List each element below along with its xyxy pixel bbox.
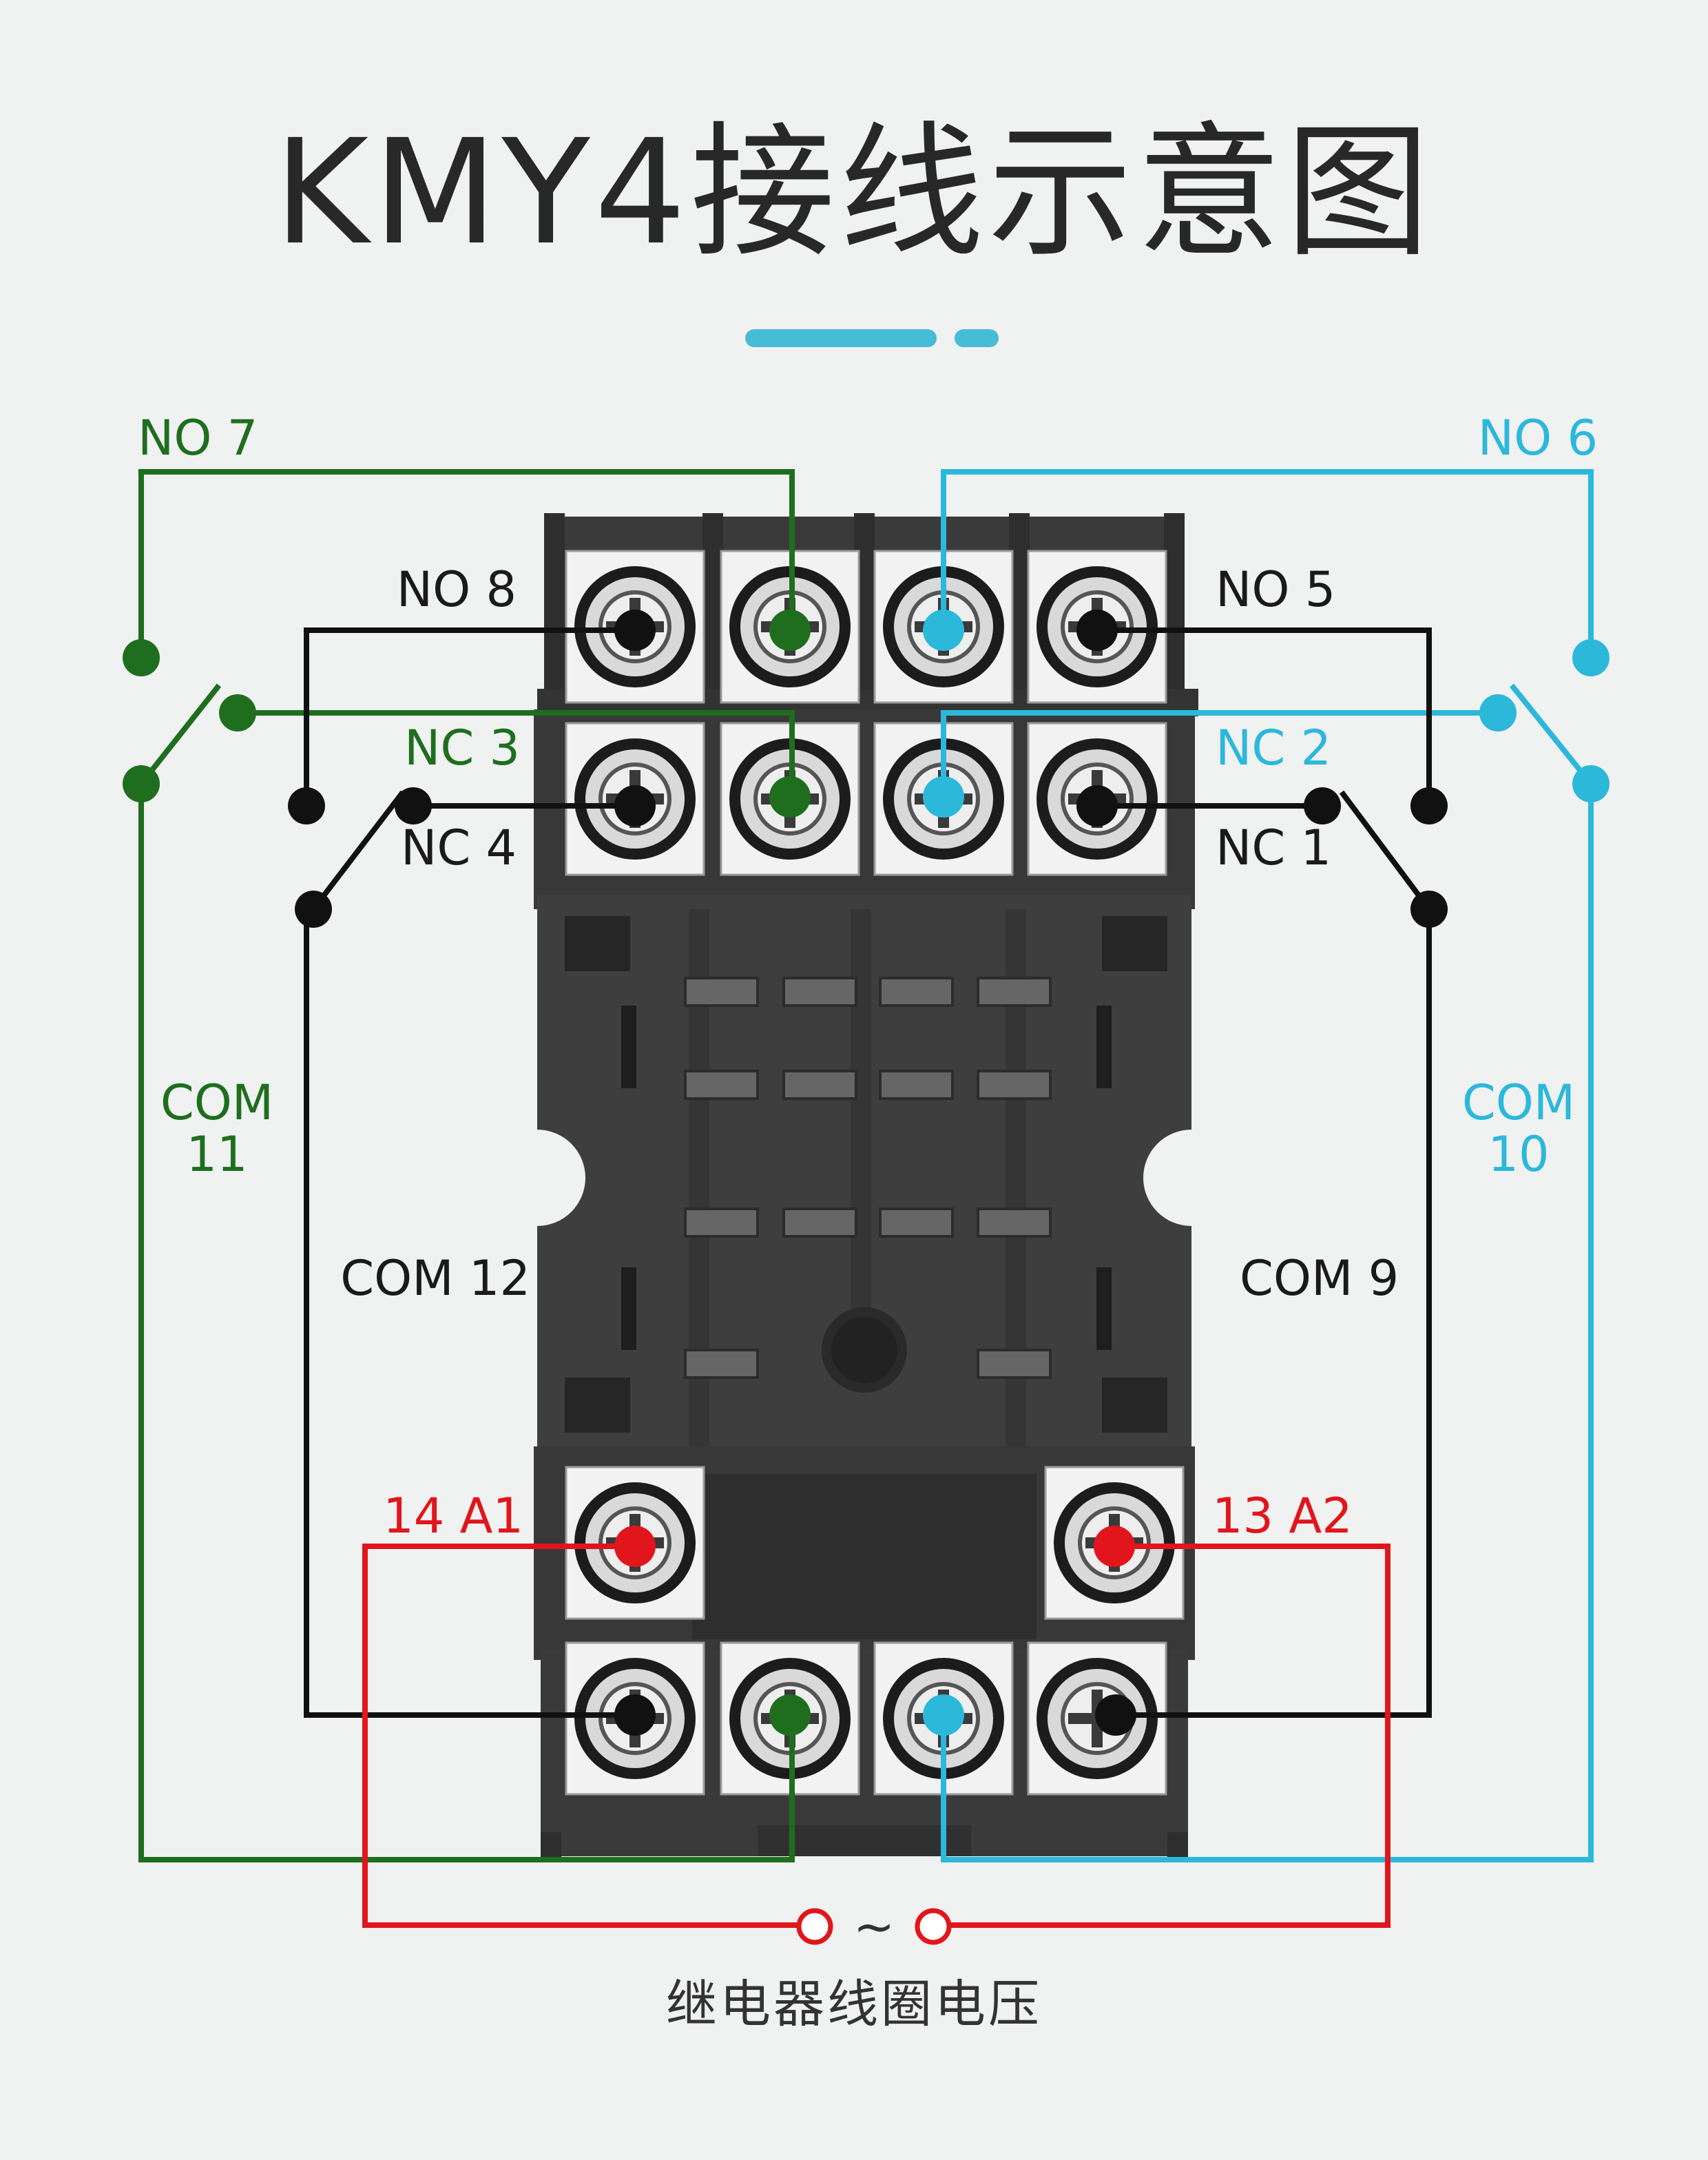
switch-blade-com10 [1509, 683, 1594, 786]
wire-no6 [941, 469, 1594, 658]
dot-no5-switch [1410, 787, 1448, 824]
wire-com10 [941, 784, 1594, 1862]
label-nc4: NC 4 [401, 820, 517, 876]
ac-symbol: ~ [853, 1898, 895, 1955]
dot-com12-switch [295, 891, 332, 928]
terminal-dot-nc4 [614, 785, 656, 827]
dot-nc2-switch [1479, 694, 1517, 731]
dot-nc3-switch [219, 694, 256, 731]
label-com11-line1: COM [160, 1074, 273, 1131]
terminal-dot-com12 [614, 1694, 656, 1736]
terminal-no-row [565, 550, 705, 704]
label-com12: COM 12 [340, 1250, 530, 1307]
dot-com9-switch [1410, 891, 1448, 928]
label-nc1: NC 1 [1216, 820, 1331, 876]
label-no5: NO 5 [1216, 561, 1335, 618]
dot-no7-switch [123, 639, 160, 676]
terminal-dot-no8 [614, 610, 656, 651]
terminal-dot-a1 [614, 1526, 656, 1567]
terminal-dot-nc1 [1076, 785, 1118, 827]
switch-blade-com9 [1339, 790, 1432, 911]
switch-blade-com11 [138, 683, 222, 786]
terminal-dot-a2 [1094, 1526, 1135, 1567]
supply-terminal-right [915, 1908, 952, 1945]
dot-com11-switch [123, 765, 160, 802]
wire-no7 [138, 469, 795, 658]
supply-terminal-left [796, 1908, 833, 1945]
wire-nc3 [238, 710, 795, 796]
wire-com9 [1116, 909, 1432, 1718]
terminal-dot-nc2 [923, 776, 964, 818]
terminal-dot-com11 [769, 1694, 811, 1736]
dot-no6-switch [1572, 639, 1610, 676]
terminal-dot-no6 [923, 610, 964, 651]
dot-nc4-switch [395, 787, 432, 824]
label-com10-line1: COM [1462, 1074, 1575, 1131]
terminal-dot-nc3 [769, 776, 811, 818]
coil-voltage-caption: 继电器线圈电压 [666, 1975, 1042, 2034]
wire-a2 [949, 1544, 1391, 1928]
label-nc3: NC 3 [404, 720, 520, 776]
label-com11-line2: 11 [186, 1126, 247, 1183]
coil-supply-symbol: ~ [796, 1898, 952, 1955]
switch-blade-com12 [311, 790, 406, 911]
page-title: KMY4接线示意图 [273, 108, 1435, 277]
label-a2: 13 A2 [1212, 1488, 1353, 1544]
dot-no8-switch [288, 787, 325, 824]
terminal-dot-no5 [1076, 610, 1118, 651]
wire-a1 [362, 1544, 799, 1928]
label-a1: 14 A1 [383, 1488, 523, 1544]
terminal-dot-no7 [769, 610, 811, 651]
label-no7: NO 7 [138, 410, 258, 466]
terminal-dot-com9 [1095, 1694, 1136, 1736]
wire-nc2 [941, 710, 1498, 796]
dot-com10-switch [1572, 765, 1610, 802]
wire-com11 [138, 784, 795, 1862]
dot-nc1-switch [1304, 787, 1341, 824]
terminal-com-row [1027, 1641, 1167, 1796]
label-com10-line2: 10 [1488, 1126, 1549, 1183]
wire-no8 [304, 627, 635, 806]
terminal-dot-com10 [923, 1694, 964, 1736]
label-no8: NO 8 [397, 561, 517, 618]
wire-no5 [1098, 627, 1432, 806]
label-nc2: NC 2 [1216, 720, 1331, 776]
title-accent-bar [745, 329, 999, 347]
label-com9: COM 9 [1240, 1250, 1399, 1307]
label-no6: NO 6 [1478, 410, 1598, 466]
